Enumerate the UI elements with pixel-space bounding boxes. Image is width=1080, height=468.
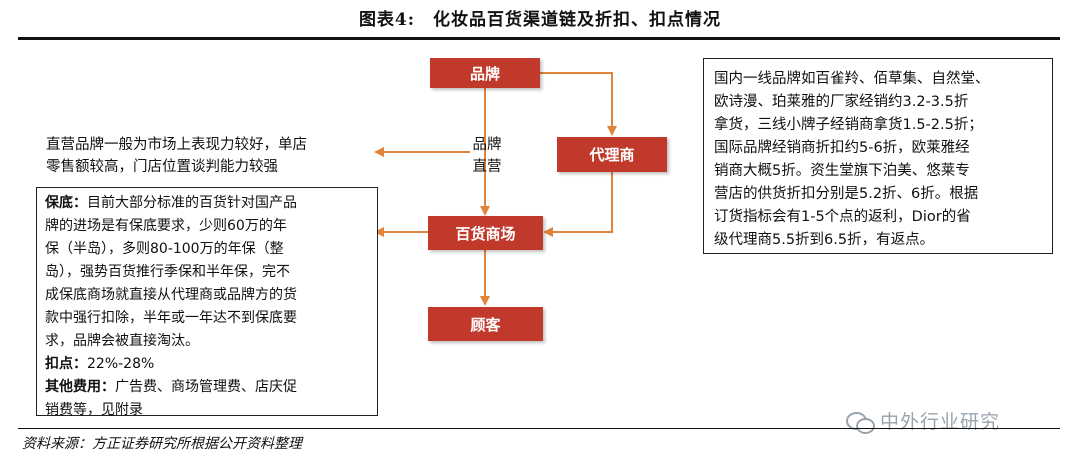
deduction-value: 22%-28% [87,356,155,372]
other-fees-label: 其他费用： [45,379,115,395]
node-customer: 顾客 [428,307,543,341]
guarantee-line2: 牌的进场是有保底要求，少则60万的年 [45,218,287,234]
arrow-agent-to-store [543,172,613,237]
edge-label-direct: 品牌 直营 [462,134,512,178]
guarantee-line3: 保（半岛），多则80-100万的年保（整 [45,241,284,257]
guarantee-label: 保底： [45,195,87,211]
right-line5: 销商大概5折。资生堂旗下泊美、悠莱专 [714,163,970,179]
right-line1: 国内一线品牌如百雀羚、佰草集、自然堂、 [714,71,990,87]
deduction-label: 扣点： [45,356,87,372]
right-line4: 国际品牌经销商折扣约5-6折，欧莱雅经 [714,140,970,156]
watermark-text: 中外行业研究 [880,410,1001,433]
edge-label-line2: 直营 [472,159,502,175]
wechat-icon [846,408,875,434]
direct-note-line1: 直营品牌一般为市场上表现力较好，单店 [46,137,307,153]
node-brand: 品牌 [430,58,540,88]
guarantee-line5: 成保底商场就直接从代理商或品牌方的货 [45,287,297,303]
left-info-box: 保底：目前大部分标准的百货针对国产品 牌的进场是有保底要求，少则60万的年 保（… [36,187,378,418]
other-fees-line1: 广告费、商场管理费、店庆促 [115,379,297,395]
guarantee-para: 保底：目前大部分标准的百货针对国产品 [45,192,369,215]
node-agent: 代理商 [557,137,667,172]
node-department-store: 百货商场 [428,216,543,250]
other-fees-line2: 销费等，见附录 [45,402,143,418]
deduction-para: 扣点：22%-28% [45,353,369,376]
guarantee-line4: 岛），强势百货推行季保和半年保，完不 [45,264,290,280]
source-note: 资料来源：方正证券研究所根据公开资料整理 [22,436,302,452]
right-line6: 营店的供货折扣分别是5.2折、6折。根据 [714,186,979,202]
right-line7: 订货指标会有1-5个点的返利，Dior的省 [714,209,971,225]
direct-note-line2: 零售额较高，门店位置谈判能力较强 [46,159,278,175]
top-rule [18,37,1060,40]
right-line2: 欧诗漫、珀莱雅的厂家经销约3.2-3.5折 [714,94,969,110]
right-line3: 拿货，三线小牌子经销商拿货1.5-2.5折； [714,117,983,133]
guarantee-line7: 求，品牌会被直接淘汰。 [45,333,199,349]
arrow-brand-to-agent [540,72,617,136]
guarantee-line6: 款中强行扣除，半年或一年达不到保底要 [45,310,297,326]
watermark: 中外行业研究 [846,402,1066,438]
guarantee-line1: 目前大部分标准的百货针对国产品 [87,195,297,211]
edge-label-line1: 品牌 [472,137,502,153]
figure-title: 图表4: 化妆品百货渠道链及折扣、扣点情况 [358,10,722,30]
right-info-box: 国内一线品牌如百雀羚、佰草集、自然堂、 欧诗漫、珀莱雅的厂家经销约3.2-3.5… [703,58,1053,254]
right-line8: 级代理商5.5折到6.5折，有返点。 [714,232,935,248]
direct-note: 直营品牌一般为市场上表现力较好，单店 零售额较高，门店位置谈判能力较强 [46,134,376,178]
other-fees-para: 其他费用：广告费、商场管理费、店庆促 [45,376,369,399]
bottom-rule [18,428,1060,429]
